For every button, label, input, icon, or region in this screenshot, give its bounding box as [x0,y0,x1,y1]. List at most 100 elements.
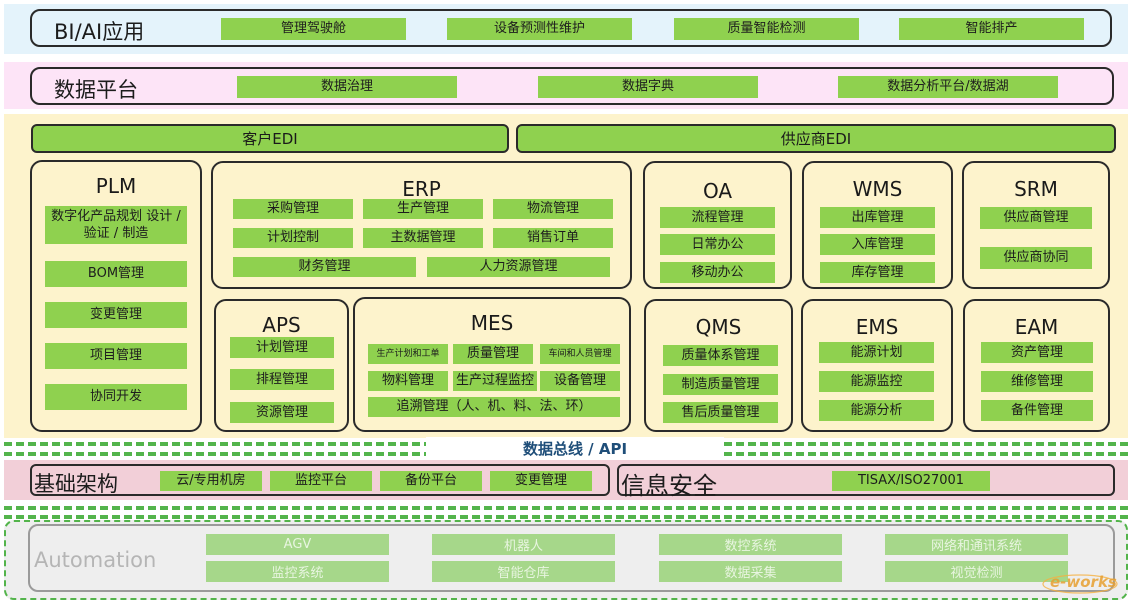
qms-card: QMS 质量体系管理 制造质量管理 售后质量管理 [644,299,793,432]
oa-item-process: 流程管理 [660,207,775,228]
eam-item-maintenance: 维修管理 [981,371,1093,392]
ems-title: EMS [855,315,899,339]
auto-item-smart-warehouse: 智能仓库 [432,561,615,582]
infra-item-monitoring: 监控平台 [270,471,372,491]
infra-item-change: 变更管理 [490,471,592,491]
wms-item-outbound: 出库管理 [820,207,935,228]
oa-item-office: 日常办公 [660,234,775,255]
auto-item-monitoring: 监控系统 [206,561,389,582]
mes-item-materials: 物料管理 [368,371,448,391]
aps-item-planning: 计划管理 [230,337,334,358]
erp-item-logistics: 物流管理 [493,199,613,219]
eworks-watermark: e-works [1040,570,1120,596]
mes-item-traceability: 追溯管理（人、机、料、法、环） [368,397,620,417]
auto-item-robot: 机器人 [432,534,615,555]
bus-label: 数据总线 / API [522,440,628,458]
qms-item-aftersales-quality: 售后质量管理 [663,402,778,423]
bi-title: BI/AI应用 [54,20,145,44]
eam-item-assets: 资产管理 [981,342,1093,363]
bi-item-scheduling: 智能排产 [899,18,1084,40]
infra-layer: 基础架构 云/专用机房 监控平台 备份平台 变更管理 [30,464,610,496]
erp-item-planning: 计划控制 [233,228,353,248]
erp-item-hr: 人力资源管理 [427,257,610,277]
security-item-tisax: TISAX/ISO27001 [832,471,990,491]
oa-card: OA 流程管理 日常办公 移动办公 [643,161,792,289]
auto-dash-1 [4,506,1128,510]
aps-title: APS [262,313,301,337]
aps-item-scheduling: 排程管理 [230,369,334,390]
eworks-logo-icon [1042,574,1118,594]
auto-dash-2 [4,515,1128,519]
qms-title: QMS [695,315,742,339]
platform-item-dictionary: 数据字典 [538,76,758,98]
auto-item-cnc: 数控系统 [659,534,842,555]
auto-item-network: 网络和通讯系统 [885,534,1068,555]
erp-item-production: 生产管理 [363,199,483,219]
wms-card: WMS 出库管理 入库管理 库存管理 [802,161,953,289]
srm-item-supplier-management: 供应商管理 [980,207,1092,229]
wms-item-inbound: 入库管理 [820,234,935,255]
eam-item-spare-parts: 备件管理 [981,400,1093,421]
eam-card: EAM 资产管理 维修管理 备件管理 [963,299,1110,432]
infra-item-datacenter: 云/专用机房 [160,471,262,491]
bi-item-quality-inspection: 质量智能检测 [674,18,859,40]
erp-item-purchasing: 采购管理 [233,199,353,219]
auto-item-vision: 视觉检测 [885,561,1068,582]
plm-item-product-planning: 数字化产品规划 设计 / 验证 / 制造 [45,206,187,244]
auto-item-agv: AGV [206,534,389,555]
bi-item-predictive-maintenance: 设备预测性维护 [447,18,632,40]
plm-item-bom: BOM管理 [45,261,187,287]
automation-band [4,520,1128,600]
oa-title: OA [702,179,733,203]
aps-card: APS 计划管理 排程管理 资源管理 [214,299,349,432]
mes-item-workshop-staff: 车间和人员管理 [540,344,620,364]
watermark-text: e-works [1050,573,1117,591]
qms-item-manufacturing-quality: 制造质量管理 [663,374,778,395]
srm-title: SRM [1014,177,1058,201]
aps-item-resources: 资源管理 [230,402,334,423]
erp-item-sales-orders: 销售订单 [493,228,613,248]
srm-item-supplier-collaboration: 供应商协同 [980,247,1092,269]
automation-title: Automation [34,548,157,572]
erp-card: ERP 采购管理 生产管理 物流管理 计划控制 主数据管理 销售订单 财务管理 … [211,161,632,289]
plm-card: PLM 数字化产品规划 设计 / 验证 / 制造 BOM管理 变更管理 项目管理… [30,160,202,432]
mes-item-quality: 质量管理 [453,344,533,364]
erp-item-finance: 财务管理 [233,257,416,277]
bi-layer: BI/AI应用 管理驾驶舱 设备预测性维护 质量智能检测 智能排产 [30,9,1112,47]
plm-item-collaboration: 协同开发 [45,384,187,410]
plm-item-project: 项目管理 [45,343,187,369]
auto-item-data-collection: 数据采集 [659,561,842,582]
mes-title: MES [470,311,514,335]
platform-layer: 数据平台 数据治理 数据字典 数据分析平台/数据湖 [30,67,1114,105]
plm-title: PLM [95,174,137,198]
platform-item-data-lake: 数据分析平台/数据湖 [838,76,1058,98]
ems-item-energy-monitoring: 能源监控 [819,371,934,392]
security-title: 信息安全 [621,472,717,500]
bi-item-dashboard: 管理驾驶舱 [221,18,406,40]
eam-title: EAM [1014,315,1059,339]
ems-item-energy-analysis: 能源分析 [819,400,934,421]
wms-title: WMS [852,177,903,201]
qms-item-quality-system: 质量体系管理 [663,345,778,366]
customer-edi: 客户EDI [31,124,509,153]
platform-item-governance: 数据治理 [237,76,457,98]
ems-item-energy-plan: 能源计划 [819,342,934,363]
automation-layer: Automation AGV 机器人 数控系统 网络和通讯系统 监控系统 智能仓… [28,524,1115,592]
supplier-edi: 供应商EDI [516,124,1116,153]
infra-title: 基础架构 [34,472,118,496]
mes-card: MES 生产计划和工单 质量管理 车间和人员管理 物料管理 生产过程监控 设备管… [353,297,631,432]
erp-title: ERP [402,177,441,201]
security-layer: 信息安全 TISAX/ISO27001 [617,464,1115,500]
wms-item-inventory: 库存管理 [820,262,935,283]
mes-item-process-monitoring: 生产过程监控 [453,371,537,391]
ems-card: EMS 能源计划 能源监控 能源分析 [801,299,953,432]
plm-item-change: 变更管理 [45,302,187,328]
erp-item-master-data: 主数据管理 [363,228,483,248]
oa-item-mobile: 移动办公 [660,262,775,283]
bus-label-box: 数据总线 / API [426,437,724,460]
infra-item-backup: 备份平台 [380,471,482,491]
mes-item-work-orders: 生产计划和工单 [368,344,448,364]
mes-item-equipment: 设备管理 [540,371,620,391]
platform-title: 数据平台 [54,78,138,102]
srm-card: SRM 供应商管理 供应商协同 [962,161,1110,289]
